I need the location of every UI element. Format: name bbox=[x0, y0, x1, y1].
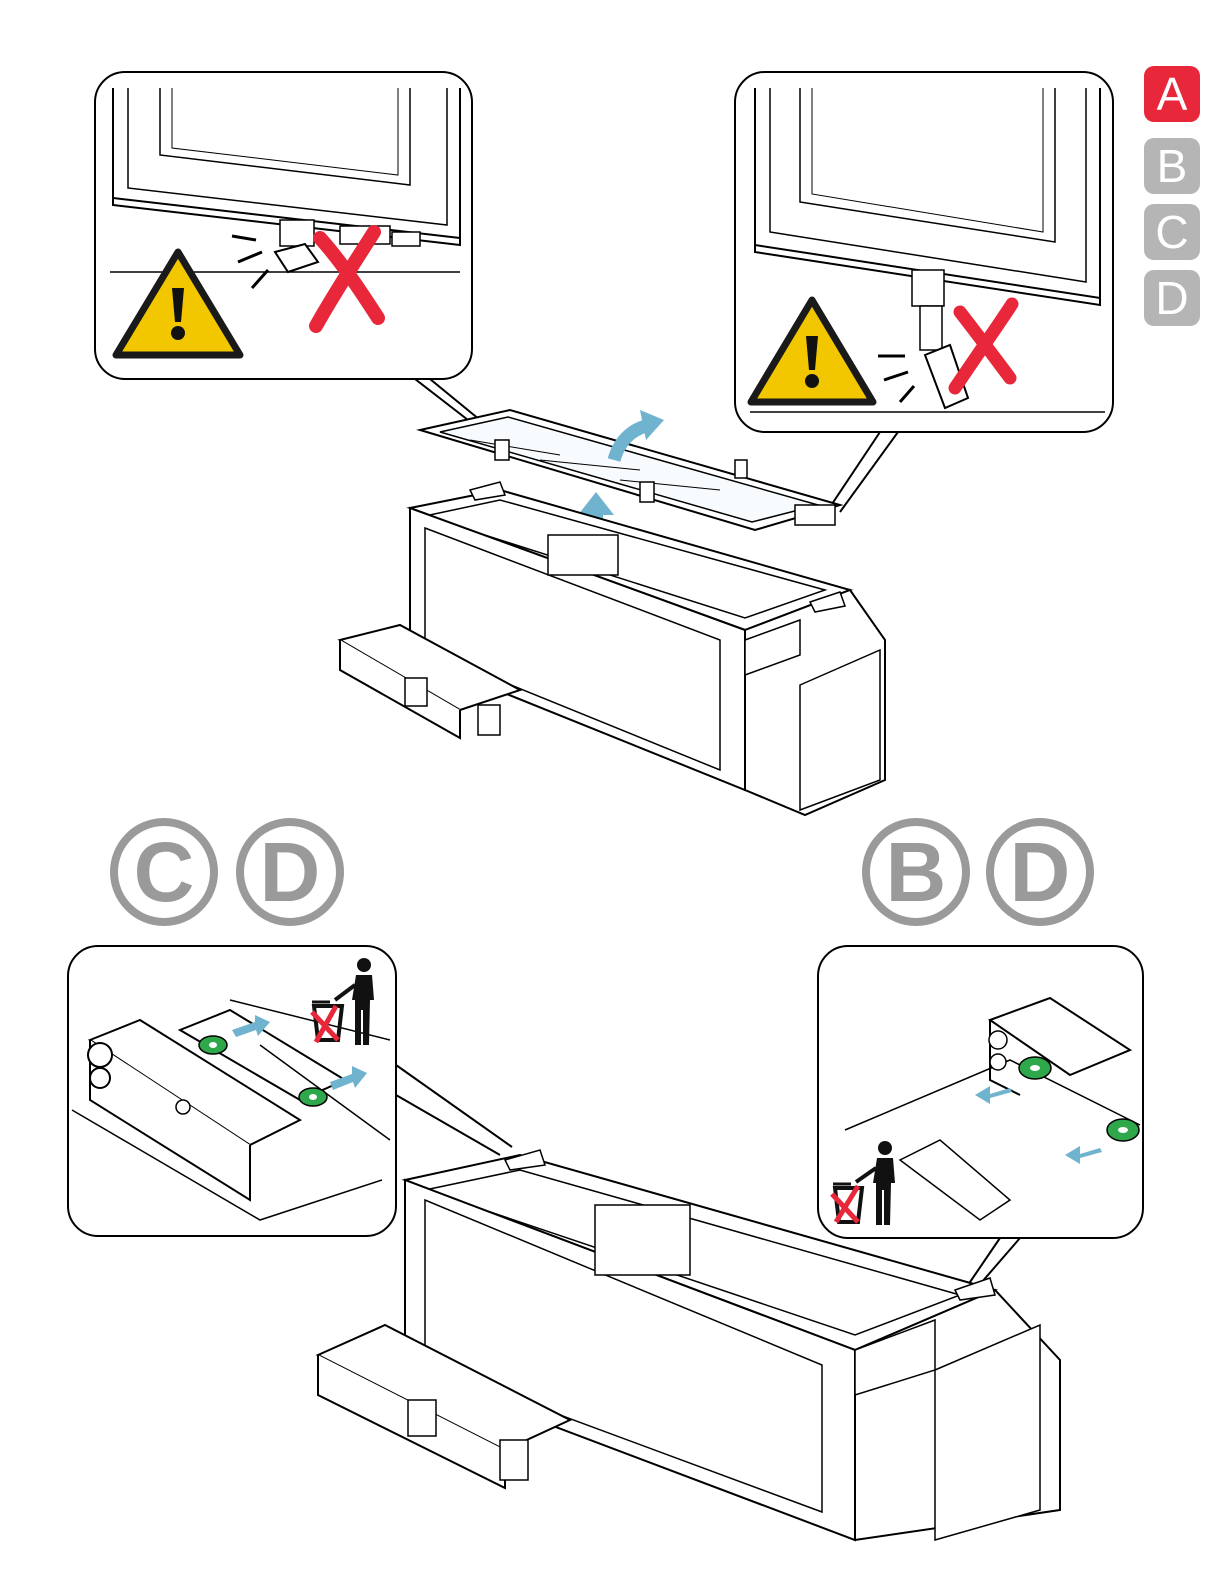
washer-icon bbox=[1019, 1057, 1051, 1079]
tab-d: D bbox=[1144, 270, 1200, 326]
variant-circle-b: B bbox=[862, 818, 970, 926]
washer-icon bbox=[1107, 1119, 1139, 1141]
washer-icon bbox=[299, 1088, 327, 1106]
variant-letter: D bbox=[260, 830, 321, 914]
tab-c-label: C bbox=[1155, 209, 1188, 255]
tab-b: B bbox=[1144, 138, 1200, 194]
variant-circle-c: C bbox=[110, 818, 218, 926]
callout-top-right bbox=[735, 72, 1113, 512]
variant-circle-d: D bbox=[236, 818, 344, 926]
callout-bottom-right bbox=[818, 946, 1143, 1290]
callout-top-left bbox=[95, 72, 480, 420]
tab-c: C bbox=[1144, 204, 1200, 260]
variant-letter: C bbox=[134, 830, 195, 914]
tab-a-label: A bbox=[1157, 71, 1188, 117]
tab-a: A bbox=[1144, 66, 1200, 122]
washer-icon bbox=[199, 1036, 227, 1054]
variant-letter: B bbox=[886, 830, 947, 914]
tab-b-label: B bbox=[1157, 143, 1188, 189]
variant-letter: D bbox=[1010, 830, 1071, 914]
tab-d-label: D bbox=[1155, 275, 1188, 321]
cabinet-assembly-top bbox=[340, 410, 885, 815]
variant-circle-d: D bbox=[986, 818, 1094, 926]
